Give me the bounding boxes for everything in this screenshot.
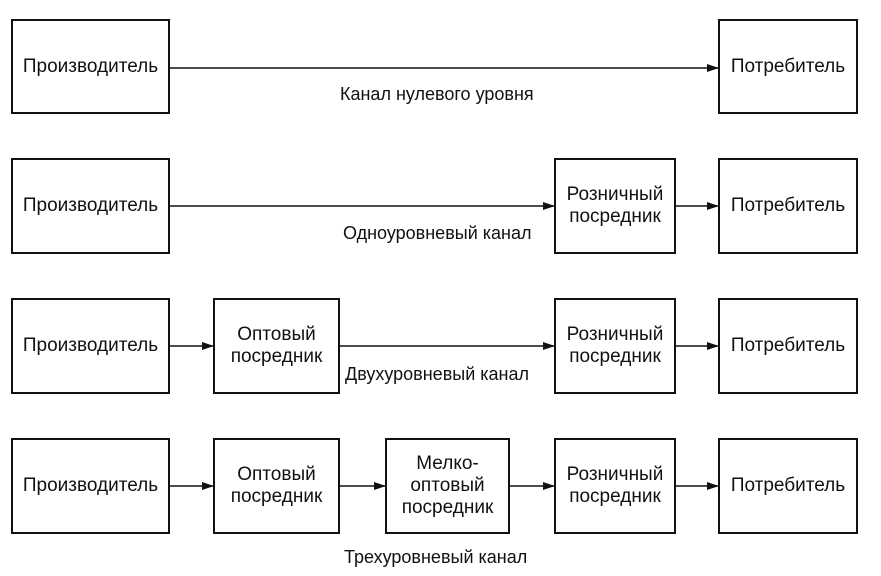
row4-small-wholesale-box: Мелко- оптовый посредник (385, 438, 510, 534)
row3-wholesale-box: Оптовый посредник (213, 298, 340, 394)
row1-producer-box: Производитель (11, 19, 170, 114)
row2-producer-box: Производитель (11, 158, 170, 254)
row3-consumer-box: Потребитель (718, 298, 858, 394)
row1-consumer-box: Потребитель (718, 19, 858, 114)
row3-caption: Двухуровневый канал (345, 364, 529, 384)
row2-consumer-box: Потребитель (718, 158, 858, 254)
row4-caption: Трехуровневый канал (344, 547, 528, 567)
row4-retail-box: Розничный посредник (554, 438, 676, 534)
row3-producer-box: Производитель (11, 298, 170, 394)
row4-wholesale-box: Оптовый посредник (213, 438, 340, 534)
row2-caption: Одноуровневый канал (343, 223, 532, 243)
row2-retail-box: Розничный посредник (554, 158, 676, 254)
row4-consumer-box: Потребитель (718, 438, 858, 534)
row3-retail-box: Розничный посредник (554, 298, 676, 394)
row4-producer-box: Производитель (11, 438, 170, 534)
row1-caption: Канал нулевого уровня (340, 84, 534, 104)
